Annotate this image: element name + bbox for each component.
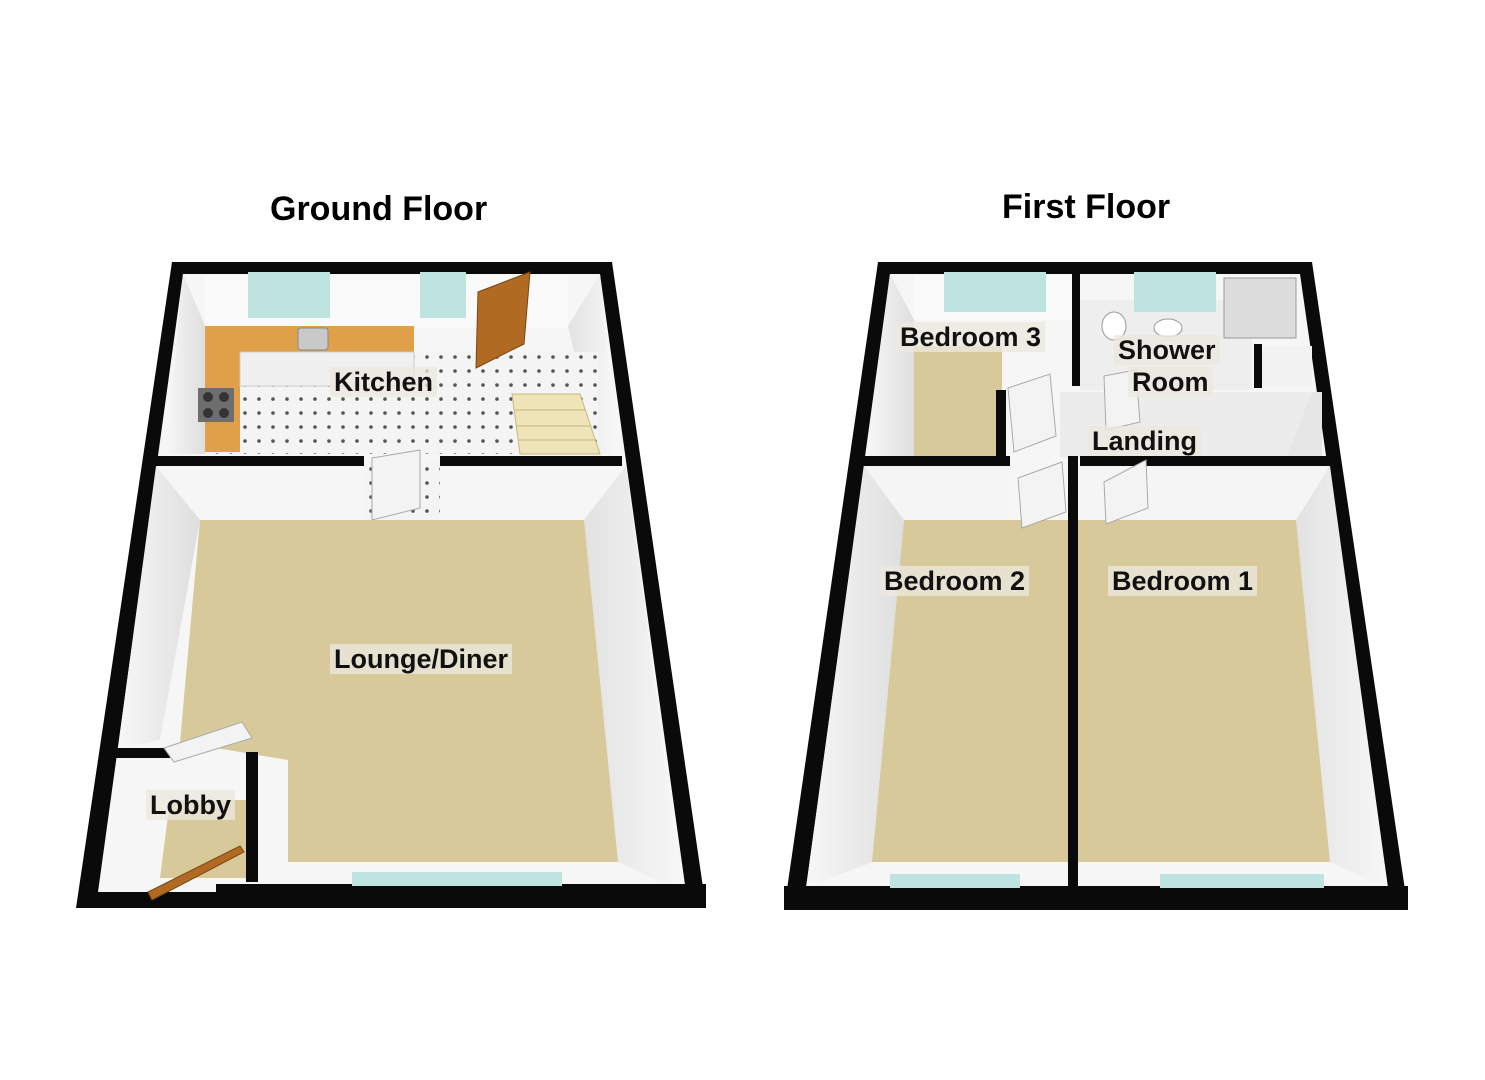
ground-top-wall-seg-1 [240, 262, 332, 272]
lobby-internal-door [163, 721, 253, 763]
room-label-lobby: Lobby [146, 790, 235, 820]
lobby-partition-right [246, 752, 258, 882]
hob-ring [203, 408, 213, 418]
shower-top-wall [1136, 262, 1216, 272]
first-floor-title: First Floor [1002, 188, 1171, 226]
lounge-window [352, 872, 562, 886]
bedroom2-floor [872, 520, 1068, 862]
kitchen-stairs [511, 393, 601, 455]
shower-enclosure [1223, 277, 1297, 339]
kitchen-back-door [475, 271, 531, 369]
room-label-bedroom-3: Bedroom 3 [896, 322, 1046, 352]
bedroom3-door [1007, 373, 1057, 453]
ground-top-wall-seg-2 [418, 262, 470, 272]
hob-ring [219, 408, 229, 418]
room-label-kitchen: Kitchen [330, 367, 438, 397]
lounge-right-wall [584, 466, 682, 892]
ground-floor-title: Ground Floor [270, 190, 488, 228]
first-bottom-wall [784, 886, 1408, 910]
room-label-bedroom-2: Bedroom 2 [880, 566, 1030, 596]
kitchen-lounge-partition-left [150, 456, 364, 466]
kitchen-left-wall [166, 274, 205, 454]
bedroom3-top-wall [938, 262, 1048, 272]
room-label-shower-room-line2: Room [1128, 367, 1213, 397]
bedroom3-floor [914, 346, 1002, 456]
cupboard [1262, 346, 1312, 386]
bedroom1-floor [1078, 520, 1330, 862]
bedroom3-window [944, 272, 1046, 312]
bedroom1-door [1103, 459, 1149, 525]
ground-bottom-wall [216, 884, 706, 908]
landing-right-wall [1286, 392, 1322, 458]
bedroom2-door [1017, 461, 1067, 529]
kitchen-internal-door [371, 449, 421, 521]
bedrooms-divider [1068, 456, 1078, 888]
room-label-shower-room-line1: Shower [1114, 335, 1220, 365]
bedroom2-window [890, 874, 1020, 888]
hob [198, 388, 234, 422]
bedroom3-left-wall [866, 274, 914, 456]
hob-ring [219, 392, 229, 402]
bedroom1-right-wall [1296, 466, 1388, 888]
kitchen-window-1 [248, 272, 330, 318]
room-label-lounge-diner: Lounge/Diner [330, 644, 512, 674]
kitchen-worktop [205, 326, 414, 452]
shower-window [1134, 272, 1216, 312]
first-mid-partition-left [860, 456, 1010, 466]
hob-ring [203, 392, 213, 402]
shower-room-divider [1072, 262, 1080, 386]
kitchen-lounge-partition-right [440, 456, 622, 466]
landing-partition-left [996, 390, 1006, 462]
first-mid-partition-right [1080, 456, 1330, 466]
lobby-front-door [147, 845, 245, 901]
bedroom2-left-wall [806, 466, 904, 888]
lounge-left-wall [118, 466, 200, 748]
room-label-landing: Landing [1088, 426, 1201, 456]
first-floor-plan [784, 262, 1408, 910]
lounge-floor [180, 520, 618, 862]
bedroom2-back-wall [864, 466, 1010, 520]
lobby-partition-top [112, 748, 170, 758]
shower-tray-wall [1254, 344, 1262, 388]
room-label-bedroom-1: Bedroom 1 [1108, 566, 1258, 596]
bedroom1-window [1160, 874, 1324, 888]
sink [297, 327, 329, 351]
kitchen-window-2 [420, 272, 466, 318]
